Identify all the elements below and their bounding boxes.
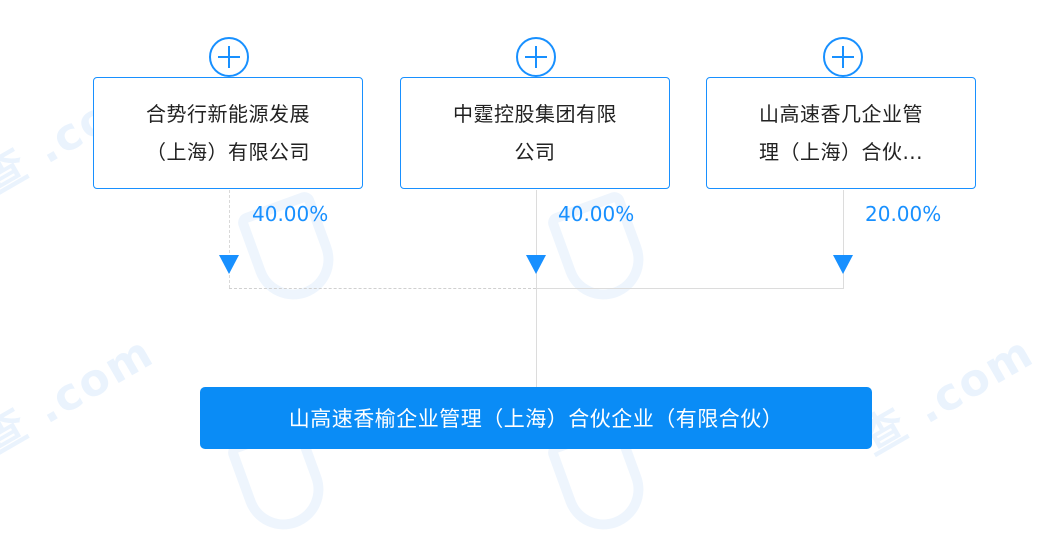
expand-plus-icon[interactable] bbox=[823, 37, 863, 77]
share-percent: 40.00% bbox=[252, 202, 329, 226]
shareholder-name-line1: 中霆控股集团有限 bbox=[453, 102, 617, 126]
shareholder-name-line2: 公司 bbox=[514, 140, 556, 164]
share-percent: 20.00% bbox=[865, 202, 942, 226]
shareholder-name-line2: 理（上海）合伙... bbox=[758, 140, 924, 164]
target-company-node[interactable]: 山高速香榆企业管理（上海）合伙企业（有限合伙） bbox=[200, 387, 872, 449]
connector-line-3 bbox=[843, 190, 844, 288]
connector-horizontal bbox=[536, 288, 844, 289]
watermark: 查 .com bbox=[852, 326, 1043, 466]
expand-plus-icon[interactable] bbox=[516, 37, 556, 77]
shareholder-node-1[interactable]: 合势行新能源发展 （上海）有限公司 bbox=[93, 77, 363, 189]
connector-line-1 bbox=[229, 190, 231, 288]
shareholder-name-line1: 山高速香几企业管 bbox=[759, 102, 923, 126]
arrow-down-icon bbox=[219, 255, 239, 274]
arrow-down-icon bbox=[526, 255, 546, 274]
shareholder-node-2[interactable]: 中霆控股集团有限 公司 bbox=[400, 77, 670, 189]
shareholder-name-line1: 合势行新能源发展 bbox=[146, 102, 310, 126]
target-company-name: 山高速香榆企业管理（上海）合伙企业（有限合伙） bbox=[288, 407, 784, 431]
shareholder-node-3[interactable]: 山高速香几企业管 理（上海）合伙... bbox=[706, 77, 976, 189]
expand-plus-icon[interactable] bbox=[209, 37, 249, 77]
connector-horizontal-dashed bbox=[229, 288, 536, 290]
shareholder-name-line2: （上海）有限公司 bbox=[146, 140, 310, 164]
arrow-down-icon bbox=[833, 255, 853, 274]
watermark: 查 .com bbox=[0, 326, 163, 466]
share-percent: 40.00% bbox=[558, 202, 635, 226]
